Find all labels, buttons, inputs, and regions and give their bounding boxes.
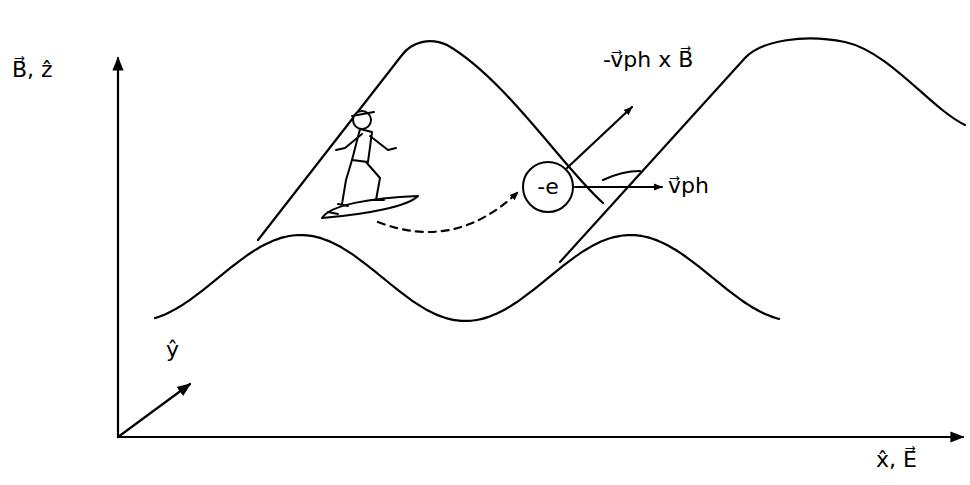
force-arrow: [567, 107, 632, 168]
front-wave: [155, 235, 779, 321]
x-axis: [118, 436, 963, 438]
surfer: [322, 111, 418, 218]
z-axis: [117, 58, 119, 437]
y-axis: [118, 384, 190, 437]
axis-label: x̂, E⃗: [876, 446, 917, 474]
axis-label: v⃗ph: [668, 172, 709, 200]
velocity-arrow: [575, 186, 662, 188]
back-wave: [258, 41, 603, 240]
axis-label: -v⃗ph x B⃗: [603, 46, 693, 74]
back-wave: [560, 39, 965, 262]
axis-label: B⃗, ẑ: [12, 56, 53, 84]
electron-circle: -e: [522, 161, 574, 213]
charge-label: -e: [537, 174, 558, 200]
axis-label: ŷ: [166, 336, 179, 364]
